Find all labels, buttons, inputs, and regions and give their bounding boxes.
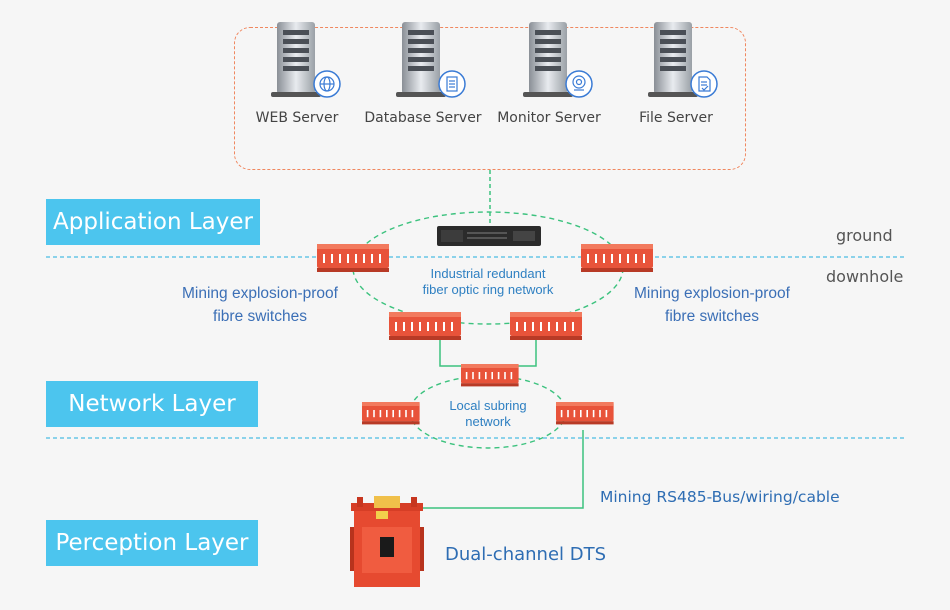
tower-server-icon xyxy=(271,22,341,98)
ring-label-line1: Industrial redundant xyxy=(430,266,546,281)
database-icon xyxy=(446,76,458,92)
switch-link-left xyxy=(439,340,475,367)
rs485-bus-label: Mining RS485-Bus/wiring/cable xyxy=(600,488,840,506)
switch-label-right-line1: Mining explosion-proof xyxy=(634,285,790,302)
server-label-file: File Server xyxy=(639,110,713,126)
server-label-monitor: Monitor Server xyxy=(497,110,601,126)
subring-label-line2: network xyxy=(465,414,511,429)
tower-server-icon xyxy=(396,22,466,98)
server-label-database: Database Server xyxy=(364,110,482,126)
switch-label-left: Mining explosion-proof fibre switches xyxy=(160,282,360,328)
ring-switch-bottom-left xyxy=(389,312,461,340)
camera-icon xyxy=(572,75,586,91)
switch-link-right xyxy=(502,340,537,367)
subring-switch-right xyxy=(556,402,614,425)
server-web xyxy=(237,20,357,105)
dts-cabinet xyxy=(350,496,424,587)
ring-switch-bottom-right xyxy=(510,312,582,340)
switch-label-left-line2: fibre switches xyxy=(213,308,307,325)
switch-label-right-line2: fibre switches xyxy=(665,308,759,325)
rs485-cable xyxy=(420,430,584,509)
server-monitor xyxy=(489,20,609,105)
server-group xyxy=(234,27,746,170)
subring-switch-left xyxy=(362,402,420,425)
application-layer-label: Application Layer xyxy=(46,199,260,245)
server-database xyxy=(362,20,482,105)
downhole-label: downhole xyxy=(826,267,904,286)
subring-switch-top xyxy=(461,364,519,387)
tower-server-icon xyxy=(523,22,593,98)
ring-switch-right xyxy=(581,244,653,272)
file-icon xyxy=(698,76,711,92)
switch-label-left-line1: Mining explosion-proof xyxy=(182,285,338,302)
ring-switch-left xyxy=(317,244,389,272)
server-file xyxy=(614,20,734,105)
tower-server-icon xyxy=(648,22,718,98)
subring-label: Local subring network xyxy=(428,398,548,430)
server-label-web: WEB Server xyxy=(255,110,339,126)
perception-layer-label: Perception Layer xyxy=(46,520,258,566)
subring-label-line1: Local subring xyxy=(449,398,527,413)
ring-label-line2: fiber optic ring network xyxy=(422,282,554,297)
ring-label: Industrial redundant fiber optic ring ne… xyxy=(398,266,578,298)
dts-device-label: Dual-channel DTS xyxy=(445,544,607,565)
network-layer-label: Network Layer xyxy=(46,381,258,427)
ground-label: ground xyxy=(836,226,893,245)
globe-icon xyxy=(319,76,335,92)
rack-server xyxy=(437,226,541,246)
switch-label-right: Mining explosion-proof fibre switches xyxy=(612,282,812,328)
